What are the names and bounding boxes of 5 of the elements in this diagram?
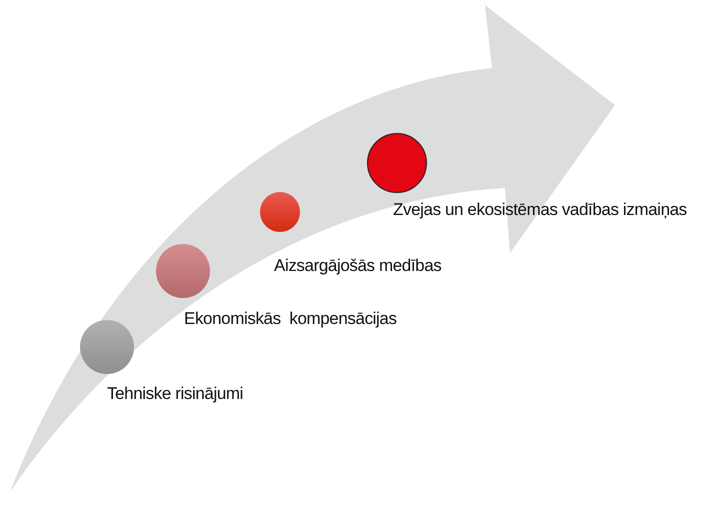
step-label: Aizsargājošās medības	[274, 256, 442, 276]
circle-marker	[80, 320, 134, 374]
step-label: Zvejas un ekosistēmas vadības izmaiņas	[393, 200, 687, 220]
step-label: Ekonomiskās kompensācijas	[184, 309, 397, 329]
step-label: Tehniske risinājumi	[107, 384, 244, 404]
